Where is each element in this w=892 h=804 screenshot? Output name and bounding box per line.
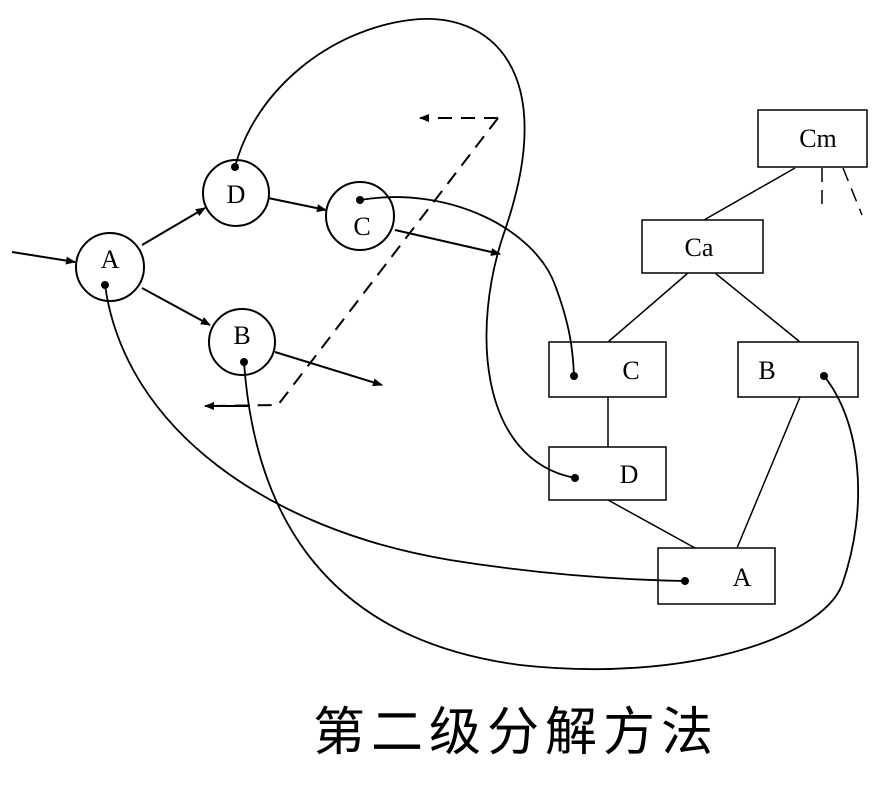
graph-node-b-label: B: [233, 321, 250, 350]
tree-box-c: C: [548, 341, 667, 398]
tree-edge-b-a: [736, 396, 801, 549]
dot-tree-d: [571, 474, 579, 482]
edge-c-out: [394, 229, 501, 256]
tree-box-a-label: A: [733, 563, 752, 592]
dot-graph-b: [240, 358, 248, 366]
graph-node-a-label: A: [101, 245, 120, 274]
dot-graph-a: [101, 281, 109, 289]
dot-tree-c: [570, 372, 578, 380]
graph-node-c-label: C: [353, 212, 370, 241]
edge-b-out: [274, 351, 383, 387]
tree-box-b: B: [737, 341, 859, 398]
tree-box-d: D: [548, 446, 667, 501]
dot-graph-c: [356, 196, 364, 204]
graph-node-d: D: [202, 159, 270, 227]
tree-dash-2: [842, 167, 863, 216]
decomposition-diagram: A D C B Cm Ca C B D A: [11, 18, 868, 671]
graph-node-c: C: [325, 181, 395, 251]
mapping-curve-c: [359, 196, 575, 377]
dot-tree-b: [820, 372, 828, 380]
mapping-curve-b: [243, 361, 860, 671]
edge-d-c: [267, 197, 327, 213]
tree-edge-d-a: [607, 499, 696, 549]
mapping-curve-a: [104, 284, 686, 582]
edge-a-d: [141, 207, 206, 246]
tree-box-cm: Cm: [757, 109, 868, 168]
tree-box-d-label: D: [620, 460, 639, 489]
tree-box-cm-label: Cm: [799, 124, 837, 153]
tree-box-b-label: B: [758, 356, 775, 385]
entry-arrow: [11, 251, 76, 265]
tree-edge-cm-ca: [703, 167, 796, 221]
dot-tree-a: [681, 577, 689, 585]
mapping-curve-d: [234, 18, 576, 479]
diagram-caption: 第二级分解方法: [312, 703, 719, 763]
tree-box-ca-label: Ca: [685, 233, 714, 262]
tree-box-ca: Ca: [641, 219, 764, 274]
dot-graph-d: [231, 163, 239, 171]
tree-edge-ca-b: [714, 272, 801, 343]
graph-node-b: B: [208, 308, 276, 376]
tree-edge-ca-c: [607, 272, 689, 343]
graph-node-a: A: [75, 232, 145, 302]
graph-node-d-label: D: [227, 180, 246, 209]
dashed-cut-line: [211, 117, 499, 407]
tree-box-a: A: [657, 547, 776, 605]
tree-box-c-label: C: [622, 356, 639, 385]
edge-a-b: [141, 287, 211, 326]
